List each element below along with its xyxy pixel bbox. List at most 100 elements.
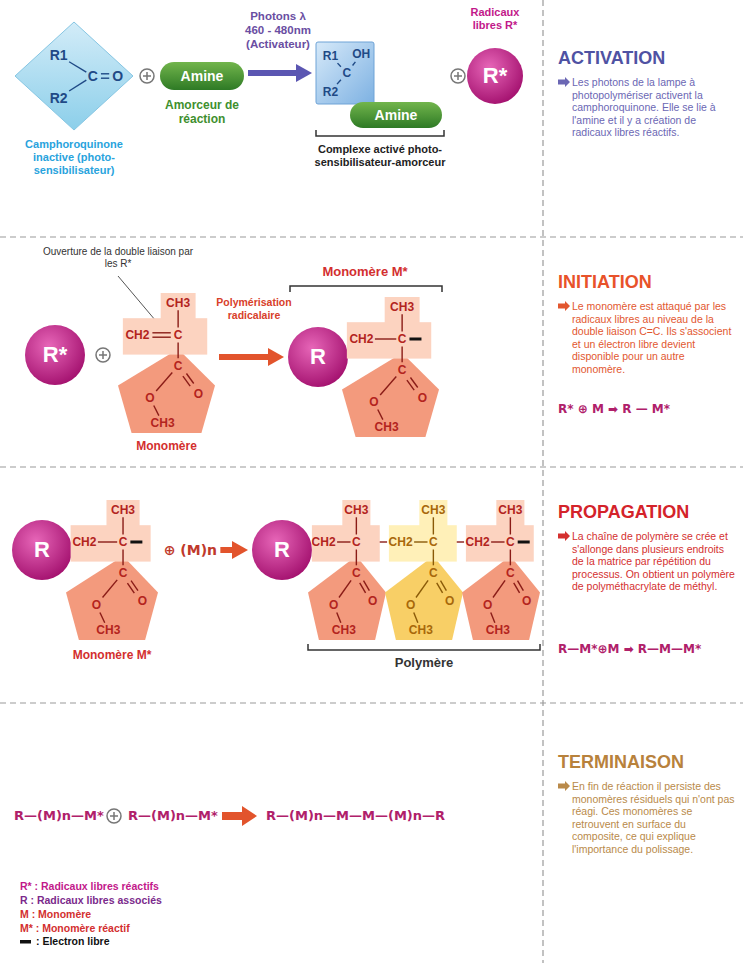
atom-label: R1 [50, 48, 68, 62]
atom-label: O [522, 595, 531, 607]
chemical-bond [510, 517, 511, 534]
atom-label: O [369, 396, 378, 408]
atom-label: CH3 [486, 624, 510, 636]
chemical-bond [152, 332, 170, 333]
bracket-label: Polymère [364, 655, 484, 671]
dashed-separator [0, 702, 743, 703]
atom-label: C [352, 536, 361, 548]
step-heading: TERMINAISON [558, 752, 738, 774]
circle-shape [467, 48, 523, 104]
circle-shape [25, 325, 85, 385]
atom-label: C [398, 333, 407, 345]
node-label: R [274, 539, 290, 561]
node-label: Amine [181, 69, 224, 83]
chemical-bond [364, 581, 370, 591]
ester-pentagon [118, 349, 215, 433]
box-shape [316, 42, 374, 104]
atom-label: CH3 [390, 301, 414, 313]
chemical-bond [156, 372, 172, 390]
backbone-band [123, 318, 207, 354]
bracket [308, 644, 540, 650]
bullet-arrow [558, 301, 570, 311]
chemical-bond [98, 541, 117, 542]
atom-label: CH2 [125, 329, 149, 341]
pill-shape [350, 102, 442, 128]
chemical-bond [401, 347, 402, 363]
chemical-bond [441, 581, 447, 591]
pill-shape [160, 62, 244, 90]
reactive-monomer-shape: CH3CH2CCOOCH3 [342, 297, 439, 437]
brackets [290, 130, 540, 650]
chemical-bond [69, 80, 86, 91]
atom-label: R2 [50, 91, 68, 105]
atom-label: CH2 [389, 536, 413, 548]
chemical-bond [152, 337, 170, 338]
atom-label: CH2 [349, 333, 373, 345]
chemical-bond [154, 406, 159, 416]
atom-label: C [352, 567, 361, 579]
atom-label: OH [352, 48, 370, 60]
ester-pentagon [342, 353, 439, 437]
atom-label: CH3 [151, 417, 175, 429]
step-note: La chaîne de polymère se crée et s'allon… [572, 530, 738, 593]
atom-label: CH2 [72, 536, 96, 548]
chemical-bond [183, 376, 190, 386]
atom-label: CH2 [466, 536, 490, 548]
atom-label: C [119, 567, 128, 579]
chemical-bond [433, 517, 434, 534]
key-entry: R* : Radicaux libres réactifs [20, 880, 159, 893]
plus-symbol [107, 809, 121, 823]
free-electron [130, 541, 142, 544]
ester-pentagon [66, 556, 158, 640]
atom-label: CH3 [421, 504, 445, 516]
plus-symbol [96, 348, 110, 362]
backbone-band [312, 525, 380, 561]
equation: R—M*⊕M ➡ R—M—M* [558, 642, 738, 656]
key-entry: M : Monomère [20, 908, 91, 921]
ester-pentagon [385, 556, 463, 640]
radical-circle: R*Radicaux libres R* [467, 48, 523, 104]
node-label: R* [43, 344, 67, 366]
chemical-bond [491, 613, 495, 623]
atom-label: CH3 [96, 624, 120, 636]
polymer-unit-outline [308, 500, 386, 640]
diamond-shape [15, 22, 133, 130]
ester-pentagon [308, 556, 386, 640]
chemical-bond [433, 550, 434, 566]
atom-label: C [88, 69, 98, 83]
atom-label: C [506, 567, 515, 579]
plus-symbol [451, 69, 465, 83]
dashed-separator [0, 466, 743, 467]
atom-label: C [342, 67, 351, 79]
reactive-monomer-shape-outline [66, 500, 158, 640]
callout-label: Ouverture de la double liaison par les R… [38, 246, 198, 270]
bracket [290, 286, 442, 292]
circle-shape [288, 327, 348, 387]
atom-label: C [398, 364, 407, 376]
chemical-bond [518, 581, 524, 591]
atom-label: CH3 [344, 504, 368, 516]
chemical-bond [378, 410, 383, 420]
chemical-bond [360, 583, 366, 593]
chemical-bond [122, 550, 123, 566]
radical-circle: R* [25, 325, 85, 385]
chemical-bond [491, 541, 504, 542]
free-electron [518, 541, 530, 544]
chemical-bond [510, 550, 511, 566]
bracket-label: Monomère M* [300, 264, 430, 280]
chemical-bond [101, 77, 109, 78]
arrow-label: Polymérisation radicalaire [208, 296, 300, 321]
atom-label: CH3 [409, 624, 433, 636]
key-entry: M* : Monomère réactif [20, 922, 130, 935]
dashed-separator [0, 236, 743, 237]
bracket [316, 130, 444, 136]
node-label: R [34, 539, 50, 561]
chemical-bond [416, 580, 428, 597]
bullet-arrows [558, 77, 570, 791]
node-label: R* [483, 65, 507, 87]
key-entry: R : Radicaux libres associés [20, 894, 162, 907]
node-label: Amine [375, 108, 418, 122]
bracket-label: Complexe activé photo-sensibilisateur-am… [280, 143, 480, 169]
atom-label: CH3 [166, 297, 190, 309]
